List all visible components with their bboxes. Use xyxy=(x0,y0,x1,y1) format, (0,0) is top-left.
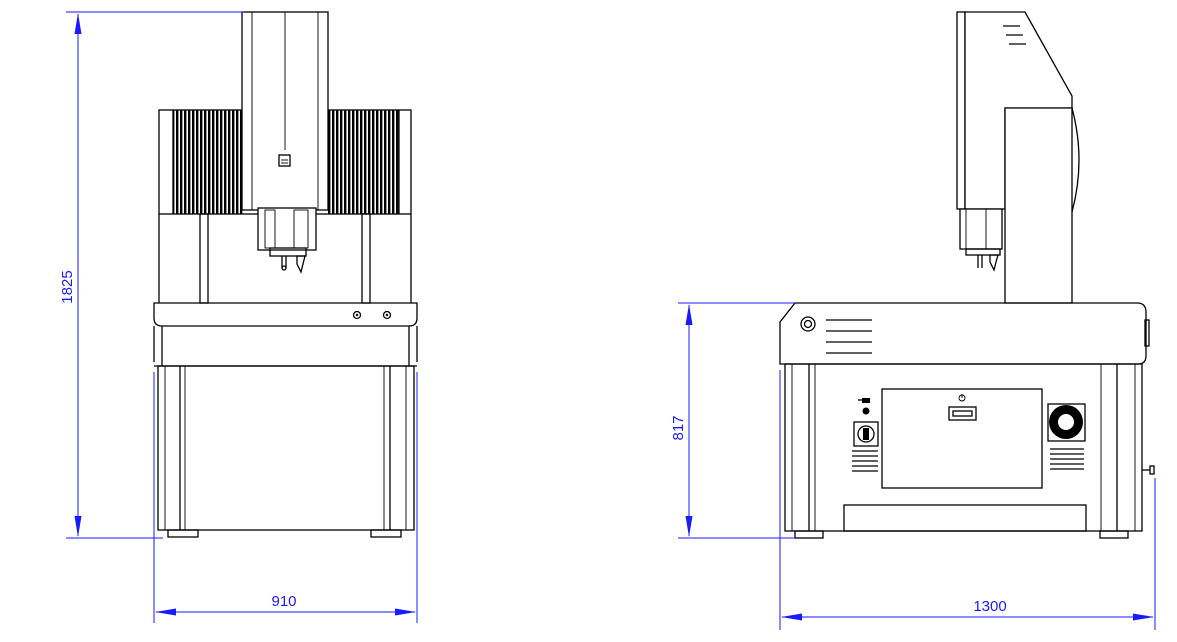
front-width-label: 910 xyxy=(271,593,296,610)
front-view xyxy=(153,11,418,538)
side-view xyxy=(779,11,1155,539)
side-table-top xyxy=(779,302,1150,365)
front-knob-icon xyxy=(382,310,392,320)
front-bellows xyxy=(158,109,412,215)
dimension-front-width: 910 xyxy=(153,372,418,623)
front-knob-icon xyxy=(352,310,362,320)
side-drawer xyxy=(843,504,1087,532)
side-control-panel xyxy=(881,388,1043,489)
side-bridge xyxy=(956,11,1080,304)
side-left-controls xyxy=(852,398,879,472)
fan-icon xyxy=(1047,403,1086,442)
side-fan xyxy=(1047,403,1086,470)
front-height-label: 1825 xyxy=(59,270,76,303)
air-fitting-icon xyxy=(1142,465,1155,475)
front-base-cabinet xyxy=(157,365,415,538)
side-knob-icon xyxy=(800,316,816,332)
side-probe-head xyxy=(959,208,1003,272)
side-depth-label: 1300 xyxy=(973,598,1006,615)
dimension-side-height: 817 xyxy=(670,302,795,539)
side-base-cabinet xyxy=(784,363,1155,539)
key-switch-icon xyxy=(853,421,879,447)
power-icon xyxy=(958,394,966,402)
dimension-front-height: 1825 xyxy=(59,11,244,539)
front-z-column xyxy=(241,11,329,211)
front-table-top xyxy=(153,302,418,367)
side-height-label: 817 xyxy=(670,415,687,440)
plug-icon xyxy=(858,398,870,403)
column-badge-icon xyxy=(278,154,291,167)
dimension-side-depth: 1300 xyxy=(779,370,1156,630)
front-probe-head xyxy=(257,207,317,274)
